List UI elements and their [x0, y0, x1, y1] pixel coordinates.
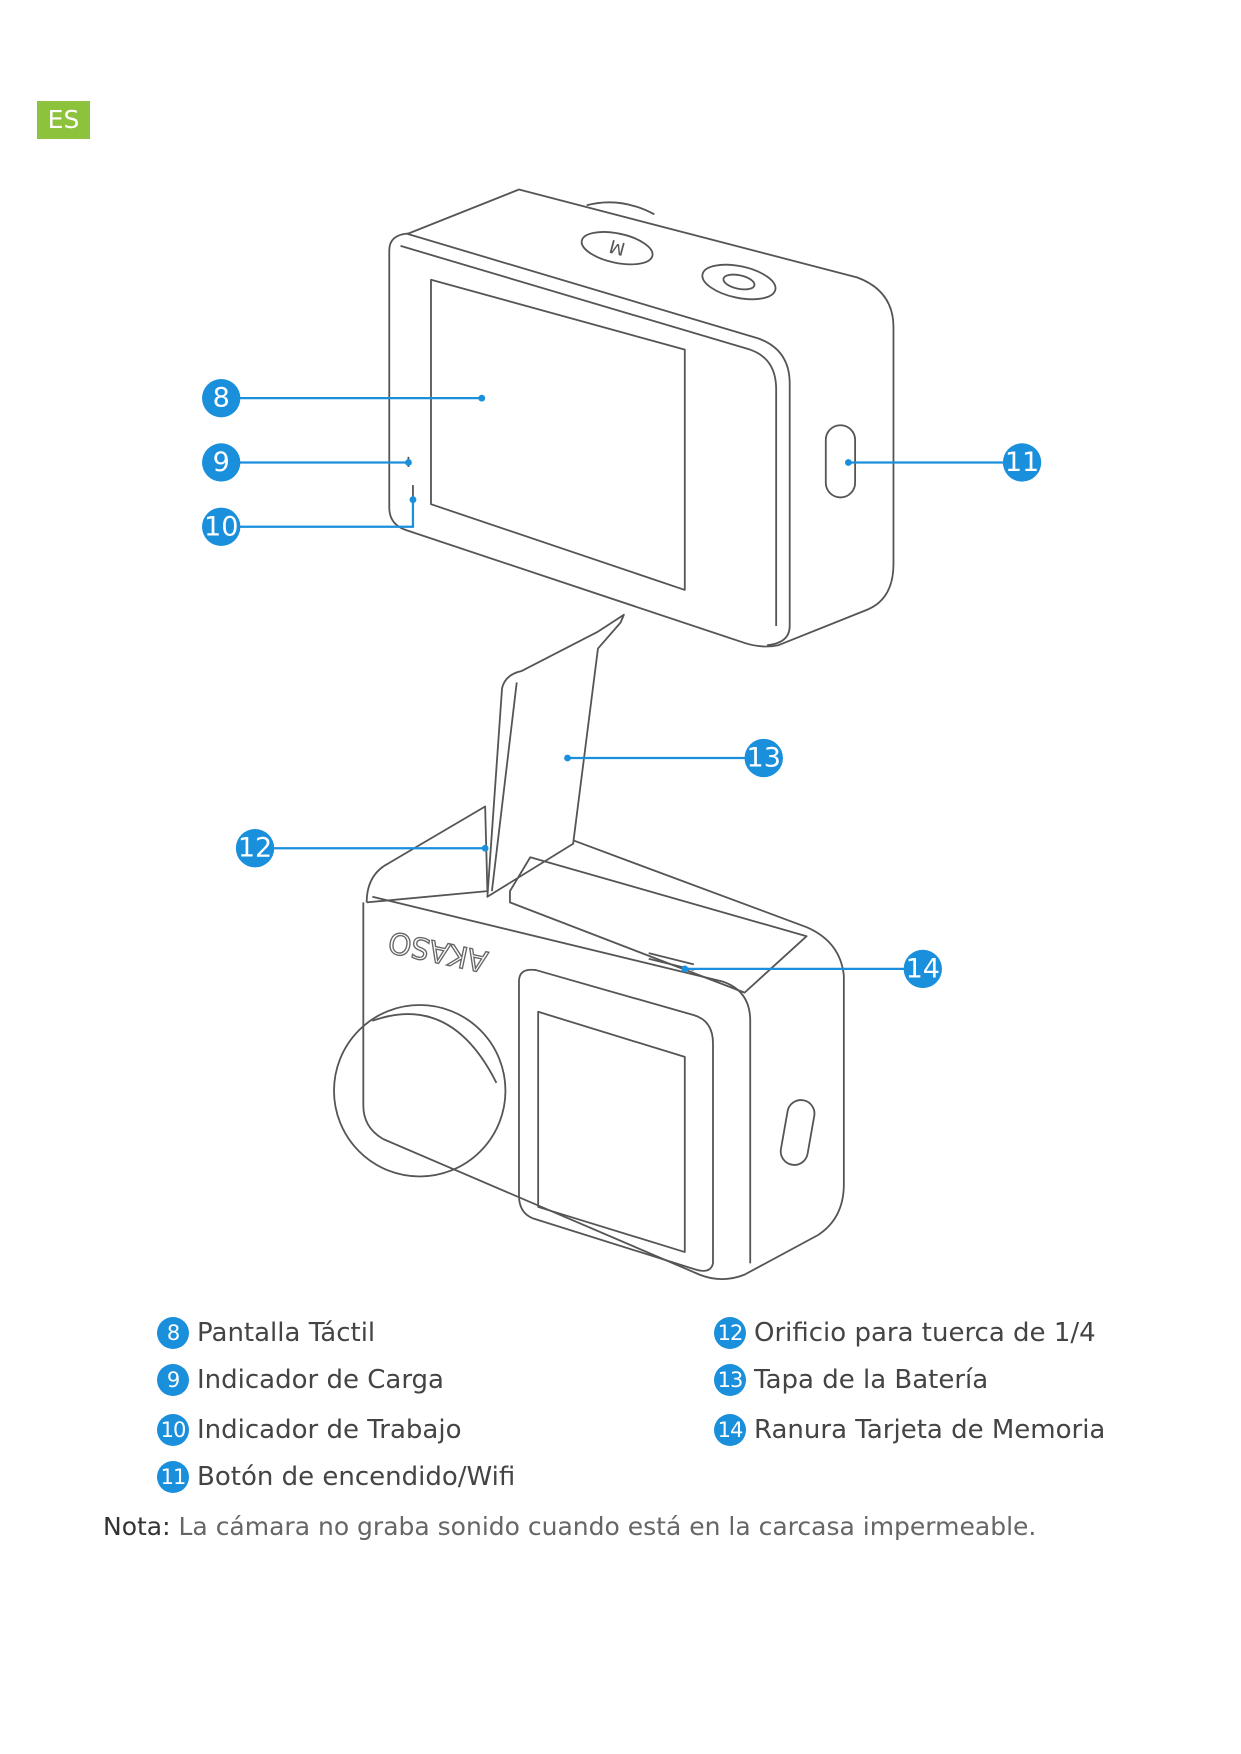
- svg-text:13: 13: [747, 742, 781, 773]
- svg-text:M: M: [607, 235, 627, 259]
- legend-label: Ranura Tarjeta de Memoria: [754, 1415, 1106, 1445]
- svg-text:11: 11: [1005, 447, 1039, 478]
- callout-9: 9: [202, 443, 412, 482]
- svg-text:10: 10: [204, 511, 238, 542]
- language-badge: ES: [37, 101, 90, 139]
- callout-12: 12: [235, 829, 489, 868]
- legend-label: Indicador de Carga: [197, 1365, 444, 1395]
- legend-item: 8 Pantalla Táctil: [157, 1317, 375, 1349]
- legend-label: Indicador de Trabajo: [197, 1415, 462, 1445]
- touch-screen: [430, 278, 686, 591]
- legend-item: 14 Ranura Tarjeta de Memoria: [714, 1414, 1105, 1446]
- legend-item: 11 Botón de encendido/Wifi: [157, 1461, 515, 1493]
- note: Nota: La cámara no graba sonido cuando e…: [103, 1512, 1036, 1541]
- legend-number: 14: [714, 1414, 746, 1446]
- callout-14: 14: [681, 949, 942, 989]
- svg-text:14: 14: [906, 953, 940, 984]
- legend-number: 10: [157, 1414, 189, 1446]
- legend-label: Pantalla Táctil: [197, 1318, 376, 1348]
- callout-11: 11: [844, 443, 1042, 482]
- callout-13: 13: [564, 738, 783, 778]
- legend-number: 11: [157, 1461, 189, 1493]
- legend-number: 9: [157, 1364, 189, 1396]
- brand-logo: AKASO: [385, 925, 490, 979]
- camera-front-illustration: AKASO: [333, 805, 845, 1281]
- svg-text:12: 12: [238, 833, 272, 864]
- note-text: La cámara no graba sonido cuando está en…: [170, 1512, 1037, 1541]
- legend-number: 8: [157, 1317, 189, 1349]
- battery-door-illustration: [486, 613, 625, 898]
- legend-item: 13 Tapa de la Batería: [714, 1364, 988, 1396]
- legend-label: Tapa de la Batería: [754, 1365, 989, 1395]
- svg-text:9: 9: [213, 447, 230, 478]
- legend-number: 12: [714, 1317, 746, 1349]
- legend-number: 13: [714, 1364, 746, 1396]
- legend-item: 10 Indicador de Trabajo: [157, 1414, 461, 1446]
- camera-rear-illustration: M: [388, 188, 895, 648]
- legend-item: 9 Indicador de Carga: [157, 1364, 444, 1396]
- legend-item: 12 Orificio para tuerca de 1/4: [714, 1317, 1096, 1349]
- callout-8: 8: [202, 378, 486, 418]
- svg-text:8: 8: [213, 383, 230, 414]
- note-label: Nota:: [103, 1512, 171, 1541]
- callout-10: 10: [202, 496, 417, 546]
- legend-label: Botón de encendido/Wifi: [197, 1462, 516, 1492]
- legend-label: Orificio para tuerca de 1/4: [754, 1318, 1096, 1348]
